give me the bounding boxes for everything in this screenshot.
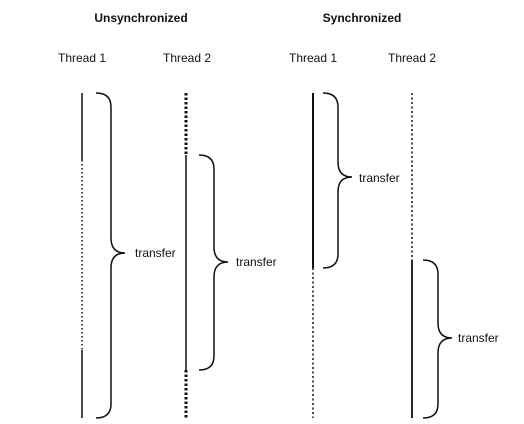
sync-thread-1-transfer-brace	[322, 92, 353, 269]
unsync-thread-2-label: Thread 2	[162, 51, 212, 65]
unsync-thread-1-transfer-label: transfer	[135, 246, 176, 260]
sync-thread-1-transfer-label: transfer	[359, 171, 400, 185]
unsync-thread-2-transfer-label: transfer	[236, 255, 277, 269]
sync-thread-2-transfer-brace	[422, 259, 453, 419]
sync-thread-1-label: Thread 1	[288, 51, 338, 65]
unsync-thread-1-transfer-brace	[95, 92, 126, 419]
sync-thread-2-label: Thread 2	[387, 51, 437, 65]
synchronized-heading: Synchronized	[322, 11, 402, 25]
unsync-thread-2-transfer-brace	[198, 154, 229, 371]
unsync-thread-1-label: Thread 1	[57, 51, 107, 65]
unsynchronized-heading: Unsynchronized	[94, 11, 188, 25]
sync-thread-2-transfer-label: transfer	[458, 331, 499, 345]
